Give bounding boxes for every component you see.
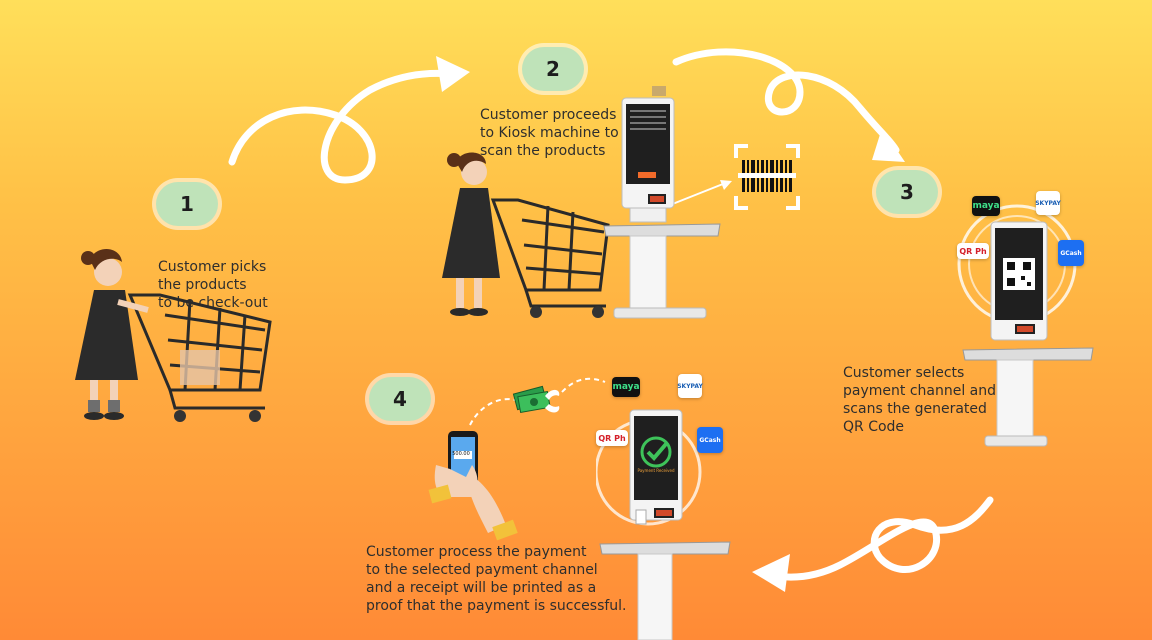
phone-in-hand-icon xyxy=(428,431,518,541)
skypay-logo: SKYPAY xyxy=(1035,191,1061,215)
gcash-logo: GCash xyxy=(1058,240,1084,266)
arrow-1-to-2 xyxy=(228,69,456,184)
skypay-logo-2: SKYPAY xyxy=(677,374,703,398)
step-3-text: Customer selects payment channel and sca… xyxy=(843,365,997,435)
step-2-text: Customer proceeds to Kiosk machine to sc… xyxy=(480,107,619,159)
kiosk-machine-icon xyxy=(603,86,721,319)
arrow-3-to-4 xyxy=(766,496,994,581)
customer-with-cart-icon xyxy=(75,248,272,422)
step-badge-4: 4 xyxy=(369,377,431,421)
step-1-text: Customer picks the products to be check-… xyxy=(158,259,268,311)
flying-money-icon xyxy=(512,385,560,414)
qrph-logo: QR Ph xyxy=(957,243,989,259)
customer-with-cart-icon-2 xyxy=(442,152,610,318)
step-badge-1: 1 xyxy=(156,182,218,226)
gcash-logo-2: GCash xyxy=(697,427,723,453)
step-badge-3: 3 xyxy=(876,170,938,214)
maya-logo-2: maya xyxy=(612,377,640,397)
phone-amount: 500.00 xyxy=(452,451,470,457)
kiosk-screen-text: Payment Received xyxy=(637,468,675,473)
step-badge-2: 2 xyxy=(522,47,584,91)
step-4-text: Customer process the payment to the sele… xyxy=(366,544,627,614)
arrowhead-3 xyxy=(752,554,790,592)
scan-pointer-line xyxy=(669,181,729,206)
arrowhead-1 xyxy=(436,56,470,92)
arrowhead-2 xyxy=(872,128,905,162)
arrow-2-to-3 xyxy=(672,48,900,154)
qrph-logo-2: QR Ph xyxy=(596,430,628,446)
kiosk-payment-received-icon xyxy=(596,409,731,640)
barcode-scan-icon xyxy=(734,144,800,210)
payment-dash-1 xyxy=(469,398,516,426)
maya-logo: maya xyxy=(972,196,1000,216)
payment-dash-2 xyxy=(561,377,606,393)
kiosk-machine-qr-icon xyxy=(957,204,1094,447)
